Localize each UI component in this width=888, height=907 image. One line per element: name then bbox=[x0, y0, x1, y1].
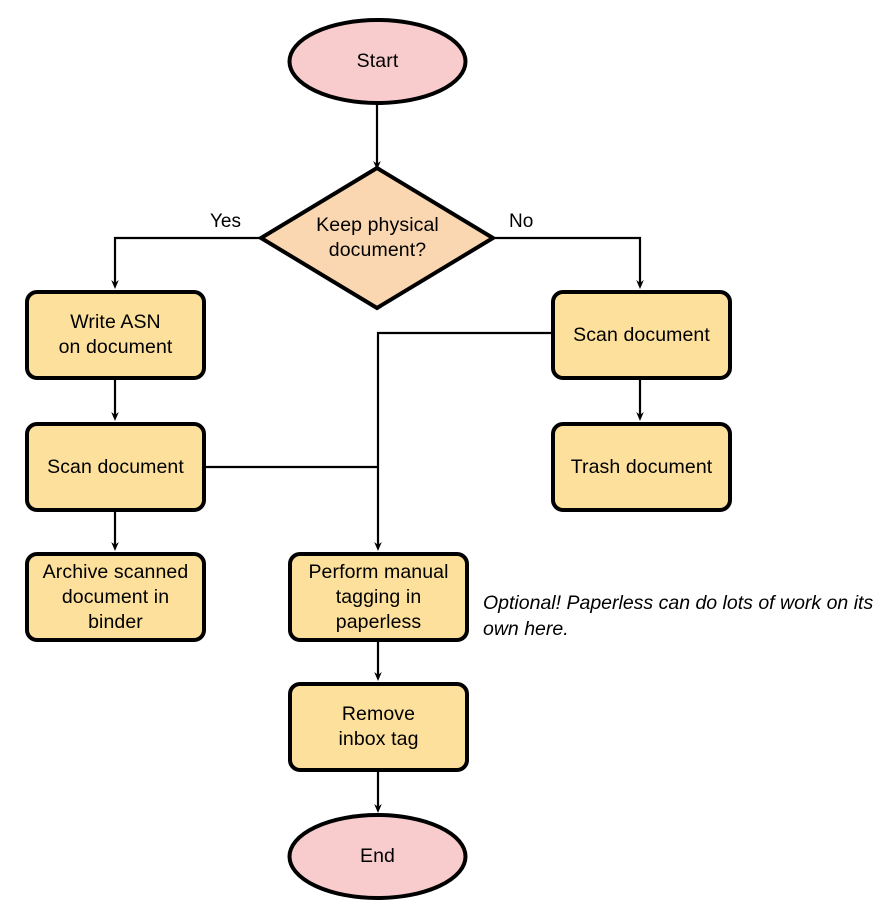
node-shape-archive[interactable] bbox=[25, 552, 206, 642]
node-shape-decision[interactable] bbox=[257, 165, 497, 311]
connectors bbox=[111, 104, 644, 814]
node-shape-end[interactable] bbox=[287, 813, 468, 900]
node-shape-trash[interactable] bbox=[551, 422, 732, 512]
node-shape-start[interactable] bbox=[287, 18, 468, 105]
edge-label-yes: Yes bbox=[210, 211, 241, 232]
node-shape-scan-right[interactable] bbox=[551, 290, 732, 380]
edge-scan-right-to-manual-tagging bbox=[374, 331, 552, 552]
node-shape-remove-inbox[interactable] bbox=[288, 682, 469, 772]
node-shape-write-asn[interactable] bbox=[25, 290, 206, 380]
node-shape-scan-left[interactable] bbox=[25, 422, 206, 512]
node-shape-manual-tagging[interactable] bbox=[288, 552, 469, 642]
optional-note: Optional! Paperless can do lots of work … bbox=[483, 592, 874, 640]
edge-decision-yes-to-write-asn bbox=[111, 236, 261, 290]
edge-decision-no-to-scan-right bbox=[493, 236, 644, 290]
edge-label-no: No bbox=[509, 211, 534, 232]
